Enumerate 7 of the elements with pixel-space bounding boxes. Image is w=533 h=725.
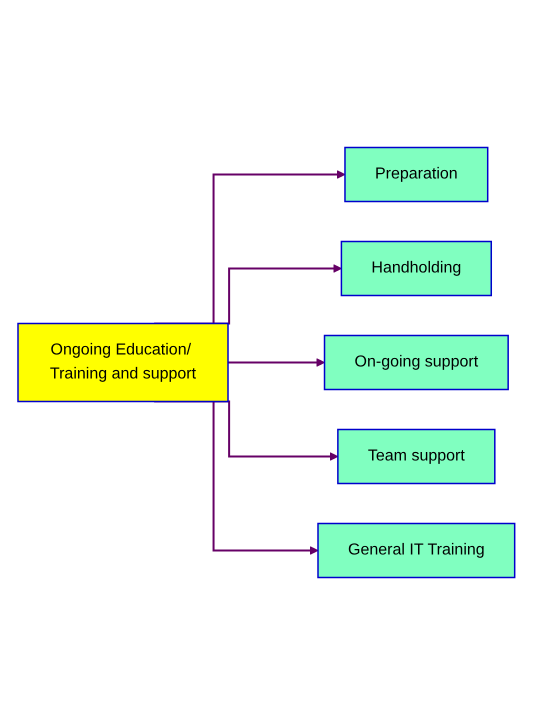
node-box: On-going support [324,334,510,390]
node-box: Handholding [340,240,492,296]
node-box: General IT Training [317,522,516,578]
node-box: Preparation [344,146,489,202]
node-box: Ongoing Education/ Training and support [17,322,229,402]
node-box: Team support [337,428,496,484]
arrow [228,358,326,367]
